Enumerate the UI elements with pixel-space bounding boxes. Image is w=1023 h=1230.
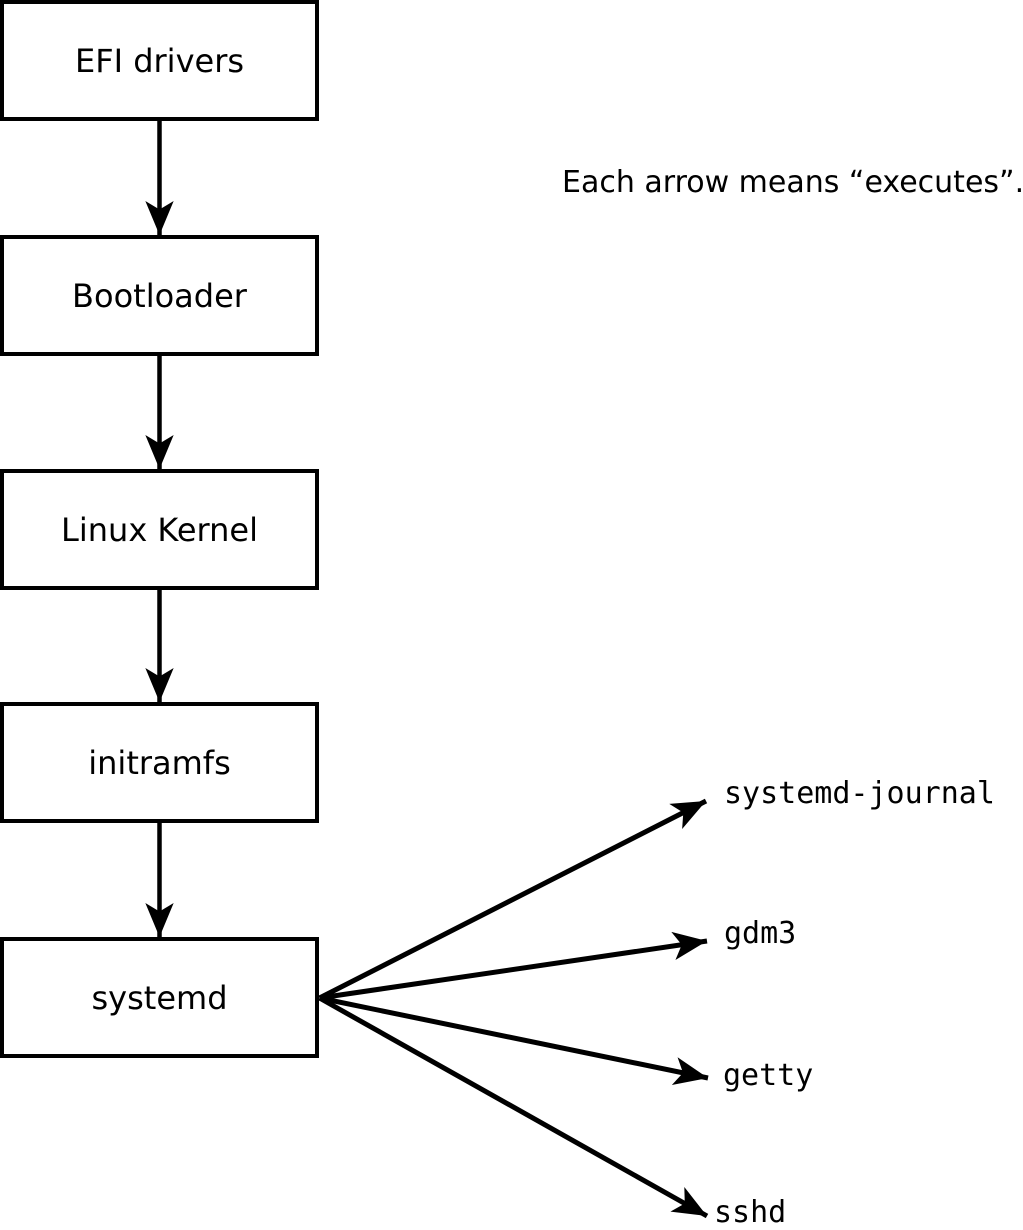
- spawn-label-gdm3: gdm3: [724, 916, 796, 951]
- node-label-systemd: systemd: [92, 979, 228, 1017]
- node-linux-kernel: Linux Kernel: [0, 469, 319, 590]
- node-efi-drivers: EFI drivers: [0, 0, 319, 121]
- node-bootloader: Bootloader: [0, 235, 319, 356]
- node-box-initramfs: [0, 702, 319, 823]
- node-box-bootloader: [0, 235, 319, 356]
- node-box-linux-kernel: [0, 469, 319, 590]
- arrow-systemd-to-getty: [318, 995, 709, 1086]
- node-label-bootloader: Bootloader: [72, 277, 248, 315]
- spawn-label-getty: getty: [723, 1058, 813, 1093]
- caption: Each arrow means “executes”.: [562, 165, 1023, 200]
- spawn-label-sshd: sshd: [714, 1195, 786, 1230]
- node-systemd: systemd: [0, 937, 319, 1058]
- arrow-systemd-to-gdm3: [319, 931, 708, 1001]
- node-box-efi-drivers: [0, 0, 319, 121]
- node-box-systemd: [0, 937, 319, 1058]
- arrow-systemd-to-systemd-journal: [318, 798, 708, 1001]
- spawn-label-systemd-journal: systemd-journal: [724, 776, 995, 811]
- node-label-efi-drivers: EFI drivers: [75, 42, 244, 80]
- arrow-systemd-to-sshd: [318, 995, 709, 1219]
- node-label-linux-kernel: Linux Kernel: [61, 511, 258, 549]
- node-label-initramfs: initramfs: [88, 744, 230, 782]
- node-initramfs: initramfs: [0, 702, 319, 823]
